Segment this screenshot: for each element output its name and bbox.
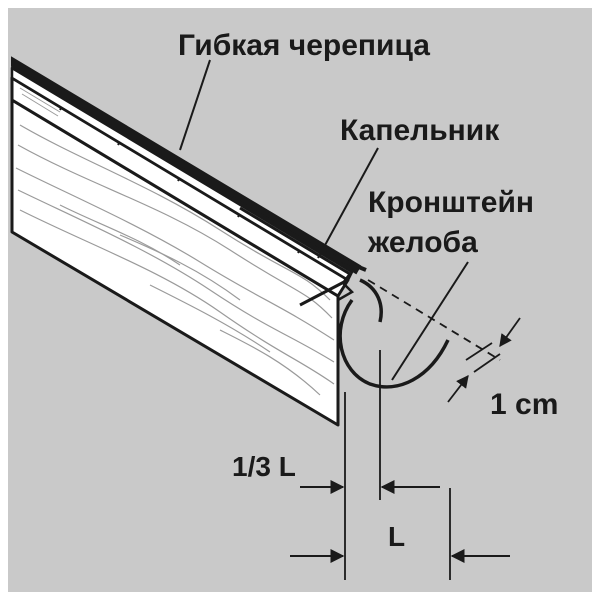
fascia-grain (15, 124, 335, 396)
drip-edge (239, 206, 352, 307)
label-length: L (388, 521, 405, 552)
vertical-guides (344, 350, 451, 580)
label-flexible-tile: Гибкая черепица (178, 29, 430, 62)
gutter (338, 298, 450, 389)
label-gutter-bracket-2: желоба (367, 226, 478, 259)
drip-edge-lip (337, 281, 355, 302)
roof-plane-line (367, 279, 501, 361)
offset-dimension (447, 317, 521, 403)
label-third-length: 1/3 L (232, 451, 296, 482)
label-drip-edge: Капельник (340, 114, 500, 147)
label-offset: 1 cm (490, 388, 558, 421)
label-gutter-bracket-1: Кронштейн (368, 186, 534, 219)
gutter-bracket (359, 278, 383, 323)
flexible-tile-layer (11, 56, 362, 275)
dimension-arrows (290, 480, 510, 563)
leader-lines (179, 59, 469, 381)
